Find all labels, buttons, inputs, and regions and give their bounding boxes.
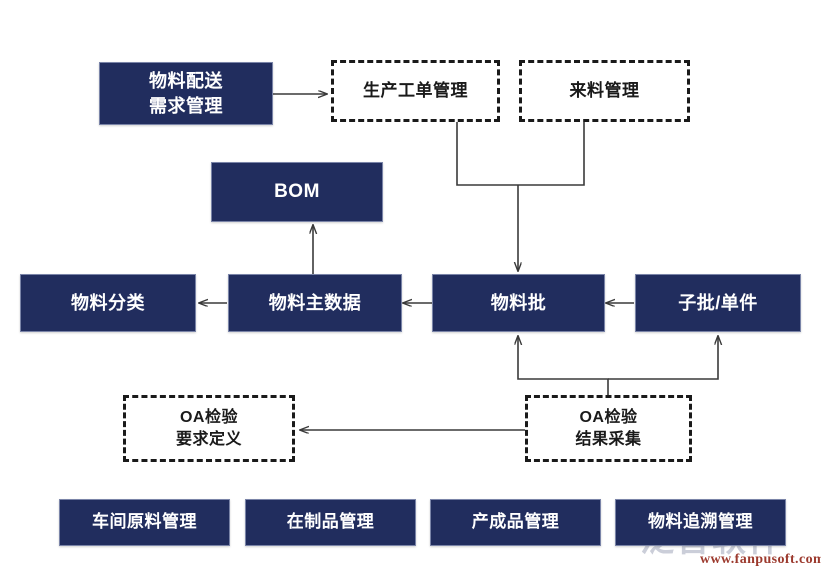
node-label: 物料追溯管理	[648, 512, 753, 532]
node-material-category[interactable]: 物料分类	[20, 274, 196, 332]
node-label: 物料批	[490, 292, 547, 313]
node-label: 生产工单管理	[363, 80, 468, 100]
node-label: 在制品管理	[286, 512, 375, 532]
edge-oaresult-to-subbatch	[608, 336, 718, 380]
edge-oaresult-riser	[518, 336, 609, 395]
node-label: 来料管理	[569, 80, 640, 100]
node-label: 物料分类	[71, 292, 145, 313]
node-oa-inspection-result[interactable]: OA检验 结果采集	[525, 395, 692, 462]
node-label: 子批/单件	[678, 292, 758, 313]
node-label: 物料配送 需求管理	[149, 71, 223, 116]
edge-workorder-incoming-merge	[456, 122, 585, 186]
node-bom[interactable]: BOM	[211, 162, 383, 222]
node-material-traceability[interactable]: 物料追溯管理	[615, 499, 786, 546]
node-sub-batch-unit[interactable]: 子批/单件	[635, 274, 801, 332]
node-finished-goods[interactable]: 产成品管理	[430, 499, 601, 546]
node-label: 车间原料管理	[92, 512, 197, 532]
node-production-work-order[interactable]: 生产工单管理	[331, 60, 500, 122]
node-incoming-material[interactable]: 来料管理	[519, 60, 690, 122]
node-material-master-data[interactable]: 物料主数据	[228, 274, 402, 332]
watermark-url: www.fanpusoft.com	[700, 552, 821, 567]
node-label: OA检验 结果采集	[575, 408, 642, 448]
node-label: 产成品管理	[471, 512, 560, 532]
node-workshop-raw-material[interactable]: 车间原料管理	[59, 499, 230, 546]
node-label: BOM	[274, 181, 320, 203]
node-oa-inspection-requirement[interactable]: OA检验 要求定义	[123, 395, 295, 462]
node-material-delivery-demand[interactable]: 物料配送 需求管理	[99, 62, 273, 125]
node-wip-management[interactable]: 在制品管理	[245, 499, 416, 546]
node-label: 物料主数据	[268, 292, 362, 313]
node-label: OA检验 要求定义	[175, 408, 242, 448]
node-material-batch[interactable]: 物料批	[432, 274, 605, 332]
